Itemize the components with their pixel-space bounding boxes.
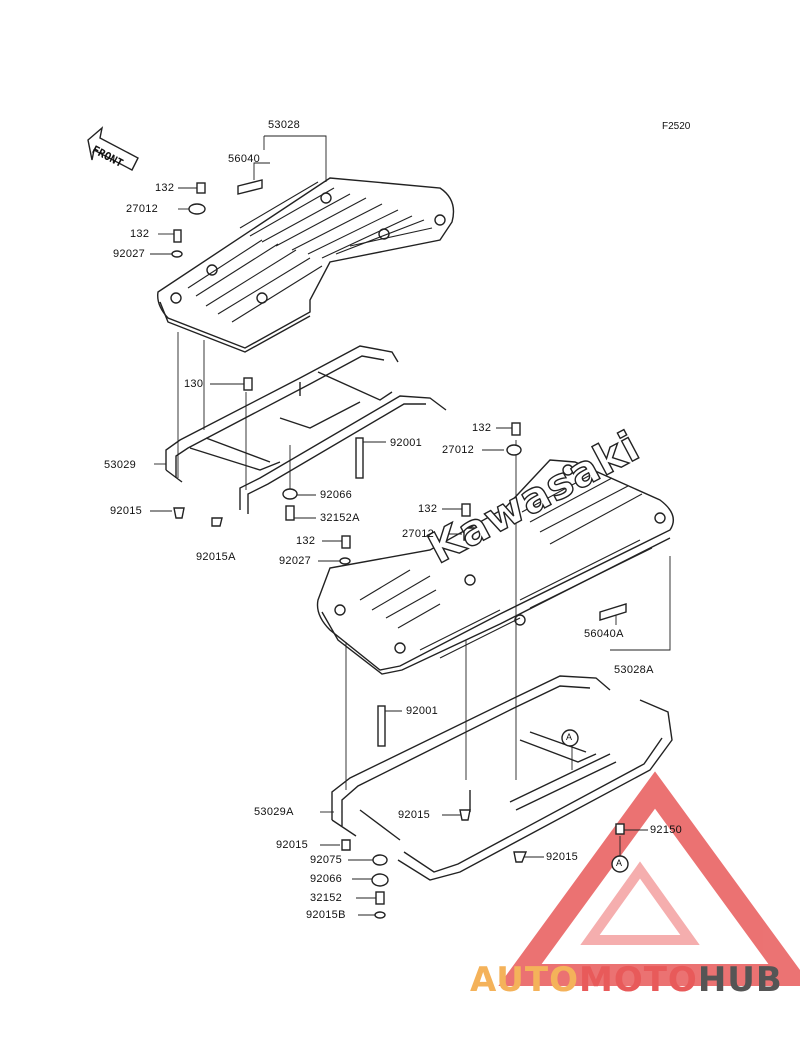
front-indicator: FRONT xyxy=(82,130,152,170)
part-label: 53028 xyxy=(268,119,301,131)
part-label: 27012 xyxy=(402,528,435,540)
upper-carrier-rack xyxy=(157,177,455,353)
leader-lines xyxy=(150,135,671,916)
figure-id: F2520 xyxy=(662,121,691,132)
part-label: 53029 xyxy=(104,459,137,471)
watermark-part: AUTO xyxy=(470,960,579,1000)
part-label: 92066 xyxy=(320,489,353,501)
decal-parts xyxy=(237,179,627,621)
part-label: 92027 xyxy=(113,248,146,260)
watermark-part: MOTO xyxy=(578,960,698,1000)
part-label: 32152 xyxy=(310,892,343,904)
part-label: 132 xyxy=(418,503,438,515)
callout-circles xyxy=(561,729,629,873)
part-label: 53028A xyxy=(614,664,654,676)
part-label: 92027 xyxy=(279,555,312,567)
part-label: 132 xyxy=(472,422,492,434)
part-label: 56040A xyxy=(584,628,624,640)
lower-carrier-frame xyxy=(331,675,673,881)
watermark-logo xyxy=(498,771,800,986)
callout-letter: A xyxy=(566,732,573,742)
part-label: 56040 xyxy=(228,153,261,165)
part-label: 53029A xyxy=(254,806,294,818)
watermark-part: HUB xyxy=(697,960,783,1000)
part-label: 32152A xyxy=(320,512,360,524)
part-label: 27012 xyxy=(126,203,159,215)
part-label: 92075 xyxy=(310,854,343,866)
part-label: 92015 xyxy=(398,809,431,821)
watermark-text: AUTOMOTOHUB xyxy=(470,960,783,1000)
part-label: 92001 xyxy=(406,705,439,717)
part-label: 92001 xyxy=(390,437,423,449)
part-label: 132 xyxy=(296,535,316,547)
part-label: 130 xyxy=(184,378,204,390)
part-label: 27012 xyxy=(442,444,475,456)
hardware-parts xyxy=(171,182,625,919)
part-label: 92015 xyxy=(110,505,143,517)
part-label: 132 xyxy=(155,182,175,194)
upper-carrier-frame xyxy=(165,345,447,514)
part-label: 92015A xyxy=(196,551,236,563)
part-label: 132 xyxy=(130,228,150,240)
part-label: 92066 xyxy=(310,873,343,885)
part-label: 92015 xyxy=(546,851,579,863)
part-label: 92015B xyxy=(306,909,346,921)
part-label: 92015 xyxy=(276,839,309,851)
lower-carrier-rack xyxy=(316,459,674,675)
callout-letter: A xyxy=(616,858,623,868)
front-arrow-icon xyxy=(87,126,139,171)
part-label: 92150 xyxy=(650,824,683,836)
